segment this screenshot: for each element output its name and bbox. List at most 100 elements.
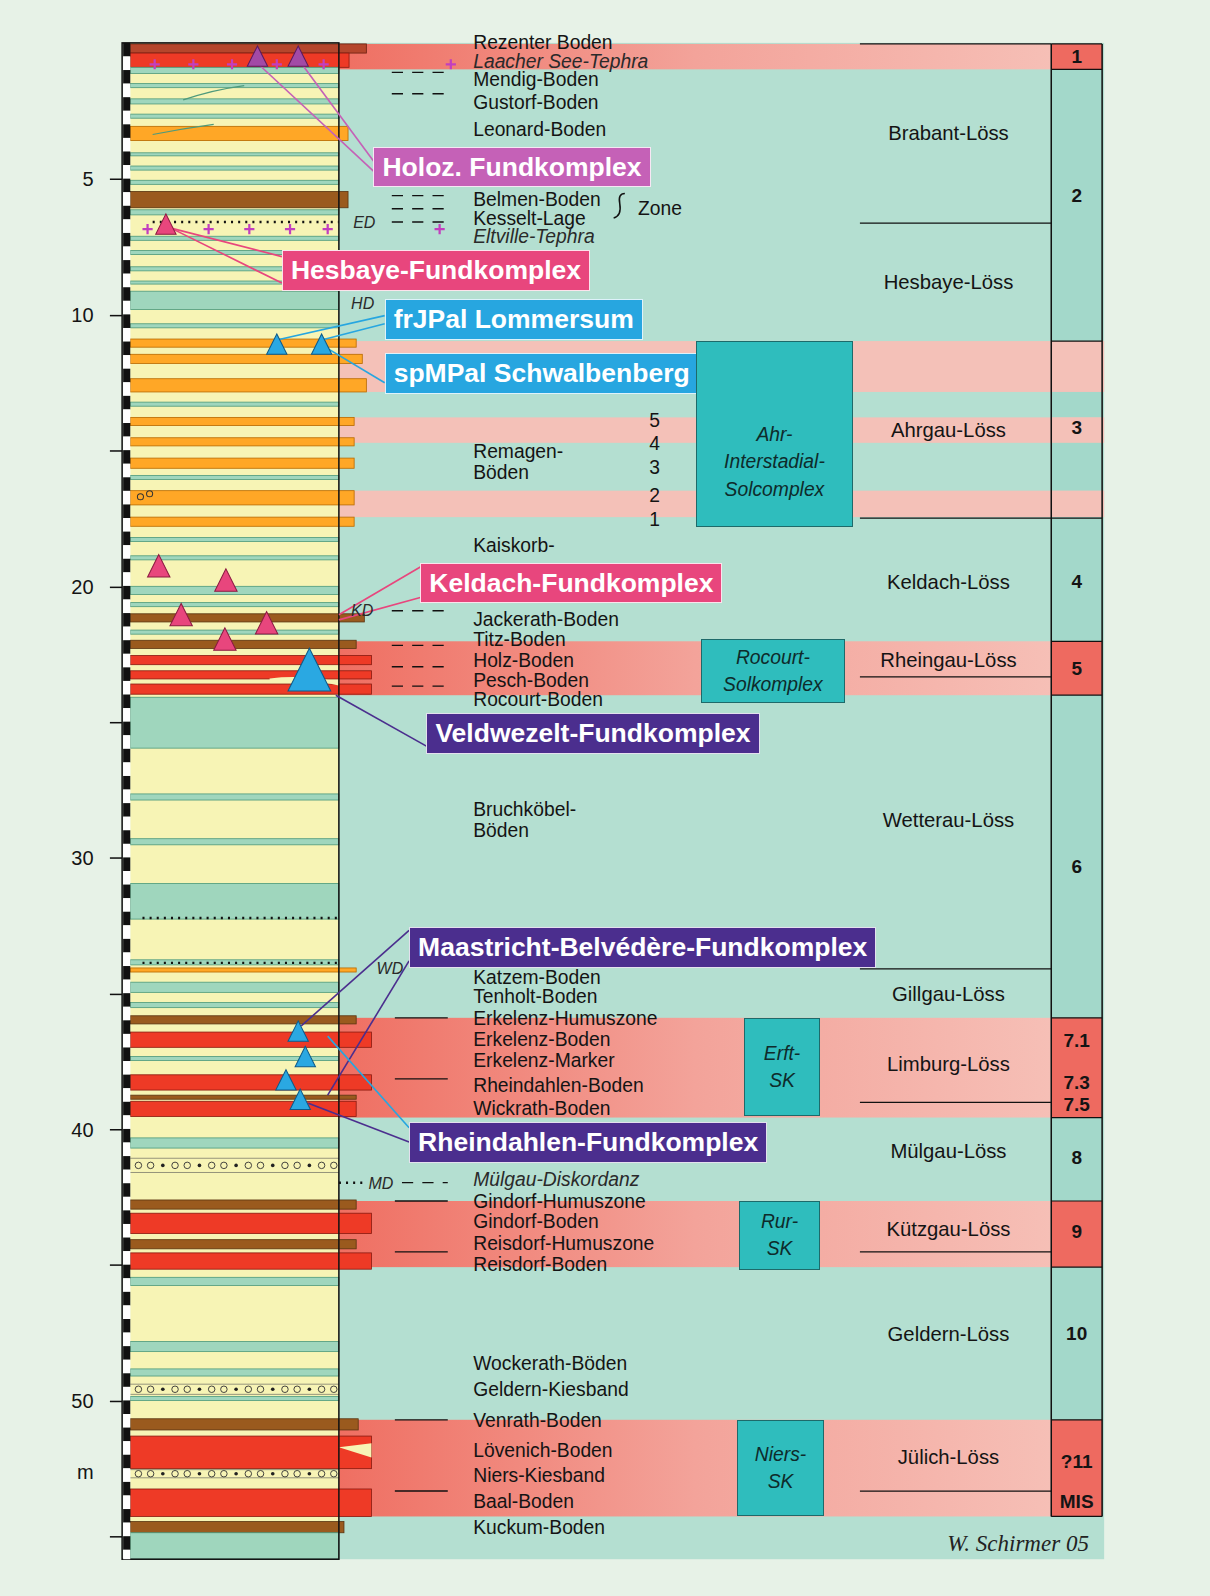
leader-line (324, 346, 385, 383)
soil-name: Bruchköbel- Böden (473, 799, 576, 841)
depth-number: 10 (71, 304, 93, 326)
mis-cell (1051, 517, 1102, 641)
callout-title: spMPal Schwalbenberg (394, 358, 690, 388)
scale-segment (123, 423, 130, 437)
mis-boundary (1051, 1267, 1102, 1268)
soil-layer (130, 640, 356, 648)
soil-name: Tenholt-Boden (473, 987, 597, 1008)
leader-line (301, 63, 373, 161)
scale-segment (123, 301, 130, 315)
mis-boundary (1051, 695, 1102, 696)
soil-layer (130, 379, 366, 392)
signature: W. Schirmer 05 (947, 1531, 1089, 1556)
scale-segment (123, 409, 130, 423)
complex-name: Rocourt- Solkomplex (723, 644, 823, 698)
soil-layer (130, 517, 354, 526)
marker-name: Erkelenz-Marker (473, 1051, 614, 1072)
scale-tick (110, 450, 122, 452)
scale-segment (123, 532, 130, 546)
soil-layer (130, 614, 364, 622)
mis-cell (1051, 1420, 1102, 1517)
gravel-dot (308, 1472, 312, 1476)
soil-layer (130, 1277, 339, 1285)
soil-layer (130, 191, 348, 207)
discordance-line (339, 1181, 362, 1183)
scale-segment (123, 287, 130, 301)
dash-marker (392, 72, 448, 73)
dash-marker (392, 666, 448, 667)
gravel-pebble (294, 1386, 301, 1393)
find-callout: frJPal Lommersum (385, 299, 643, 339)
discordance-code: ED (353, 214, 375, 232)
scale-segment (123, 1495, 130, 1509)
scale-segment (123, 762, 130, 776)
scale-segment (123, 97, 130, 111)
find-triangle (288, 46, 308, 66)
lens-wedge (339, 1443, 372, 1457)
gravel-pebble (331, 1162, 338, 1169)
soil-layer (130, 236, 339, 240)
discordance-code: KD (351, 602, 373, 620)
scale-segment (123, 1047, 130, 1061)
soil-layer (130, 53, 349, 67)
loess-boundary (860, 1490, 1051, 1491)
loess-name: Limburg-Löss (887, 1053, 1010, 1075)
mis-boundary (1051, 69, 1102, 70)
soil-layer (130, 1200, 356, 1209)
scale-tick (110, 994, 122, 996)
mis-cell (1051, 44, 1102, 69)
scale-segment (123, 369, 130, 383)
mis-stage: 7.1 (1063, 1031, 1089, 1052)
soil-layer (130, 114, 339, 118)
soil-layer (130, 99, 339, 104)
scale-segment (123, 952, 130, 966)
scale-segment (123, 1197, 130, 1211)
soil-layer (130, 126, 348, 140)
scale-tick (110, 1536, 122, 1538)
gravel-pebble (147, 1470, 154, 1477)
gravel-pebble (147, 491, 153, 497)
scale-segment (123, 613, 130, 627)
gravel-pebble (221, 1162, 228, 1169)
line-marker (395, 1251, 448, 1252)
gravel-dot (234, 1472, 238, 1476)
tephra-name: Laacher See-Tephra (473, 51, 648, 72)
soil-name: Belmen-Boden (473, 190, 601, 211)
soil-layer (130, 1003, 339, 1008)
gravel-pebble (221, 1470, 228, 1477)
loess-name: Brabant-Löss (888, 122, 1009, 144)
soil-name: Rocourt-Boden (473, 690, 603, 711)
tephra-cross (285, 224, 295, 234)
gravel-pebble (318, 1386, 325, 1393)
scale-segment (123, 165, 130, 179)
gravel-dot (271, 1472, 275, 1476)
scale-segment (123, 1305, 130, 1319)
scale-tick (110, 1401, 122, 1403)
mis-cell (1051, 417, 1102, 442)
scale-segment (123, 722, 130, 736)
gravel-edge (130, 1394, 339, 1395)
scale-segment (123, 247, 130, 261)
gravel-pebble (257, 1386, 264, 1393)
gravel-pebble (294, 1162, 301, 1169)
soil-number: 1 (649, 509, 660, 530)
mis-stage: 5 (1071, 658, 1082, 679)
complex-name: Niers- SK (755, 1441, 806, 1495)
find-callout: spMPal Schwalbenberg (385, 353, 699, 393)
scale-tick (110, 1129, 122, 1131)
scale-segment (123, 586, 130, 600)
scale-segment (123, 939, 130, 953)
mis-stage: 3 (1071, 418, 1082, 439)
soil-layer (130, 1016, 356, 1024)
gravel-dot (308, 1387, 312, 1391)
gravel-pebble (147, 1386, 154, 1393)
soil-name: Leonard-Boden (473, 120, 606, 141)
scale-segment (123, 1007, 130, 1021)
soil-layer (130, 697, 339, 748)
lens-line (183, 86, 244, 100)
mis-stage: 10 (1066, 1324, 1087, 1345)
mis-cell (1051, 1201, 1102, 1267)
gravel-dot (161, 1164, 165, 1168)
scale-segment (123, 1075, 130, 1089)
mis-border (1050, 44, 1052, 1517)
